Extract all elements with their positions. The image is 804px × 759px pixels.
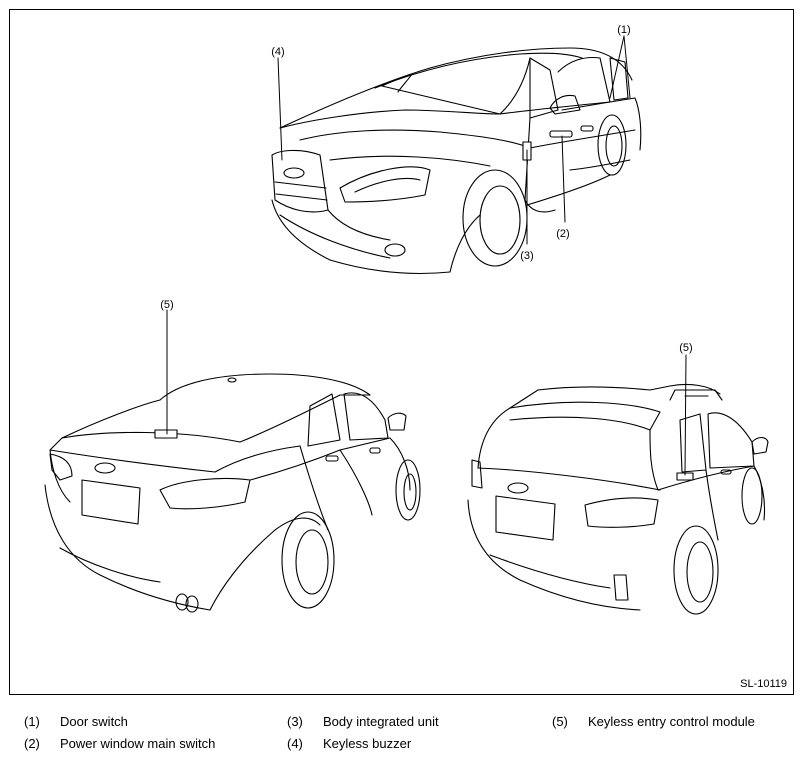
callout-3: (3) bbox=[520, 250, 533, 262]
legend-number: (4) bbox=[287, 736, 303, 751]
legend-text: Door switch bbox=[60, 714, 128, 729]
figure-frame: (1) (2) (3) (4) (5) (5) SL-10119 bbox=[9, 9, 794, 695]
rear-sedan-drawing bbox=[44, 373, 421, 613]
callout-5-wagon: (5) bbox=[679, 342, 692, 354]
legend-text: Keyless buzzer bbox=[323, 736, 412, 751]
leader-lines bbox=[166, 35, 687, 476]
callout-5-sedan: (5) bbox=[160, 299, 173, 311]
front-sedan-drawing bbox=[271, 47, 642, 275]
legend-text: Keyless entry control module bbox=[588, 714, 755, 729]
callout-2: (2) bbox=[556, 228, 569, 240]
legend-number: (1) bbox=[24, 714, 40, 729]
rear-wagon-drawing bbox=[467, 383, 769, 615]
figure-code: SL-10119 bbox=[740, 678, 787, 690]
legend-number: (2) bbox=[24, 736, 40, 751]
legend: (1) Door switch (2) Power window main sw… bbox=[0, 710, 804, 759]
legend-number: (3) bbox=[287, 714, 303, 729]
legend-text: Body integrated unit bbox=[323, 714, 439, 729]
callout-1: (1) bbox=[617, 24, 630, 36]
callout-4: (4) bbox=[271, 46, 284, 58]
vehicle-illustration: (1) (2) (3) (4) (5) (5) bbox=[44, 24, 769, 615]
legend-number: (5) bbox=[552, 714, 568, 729]
legend-text: Power window main switch bbox=[60, 736, 216, 751]
callout-labels: (1) (2) (3) (4) (5) (5) bbox=[160, 24, 692, 354]
